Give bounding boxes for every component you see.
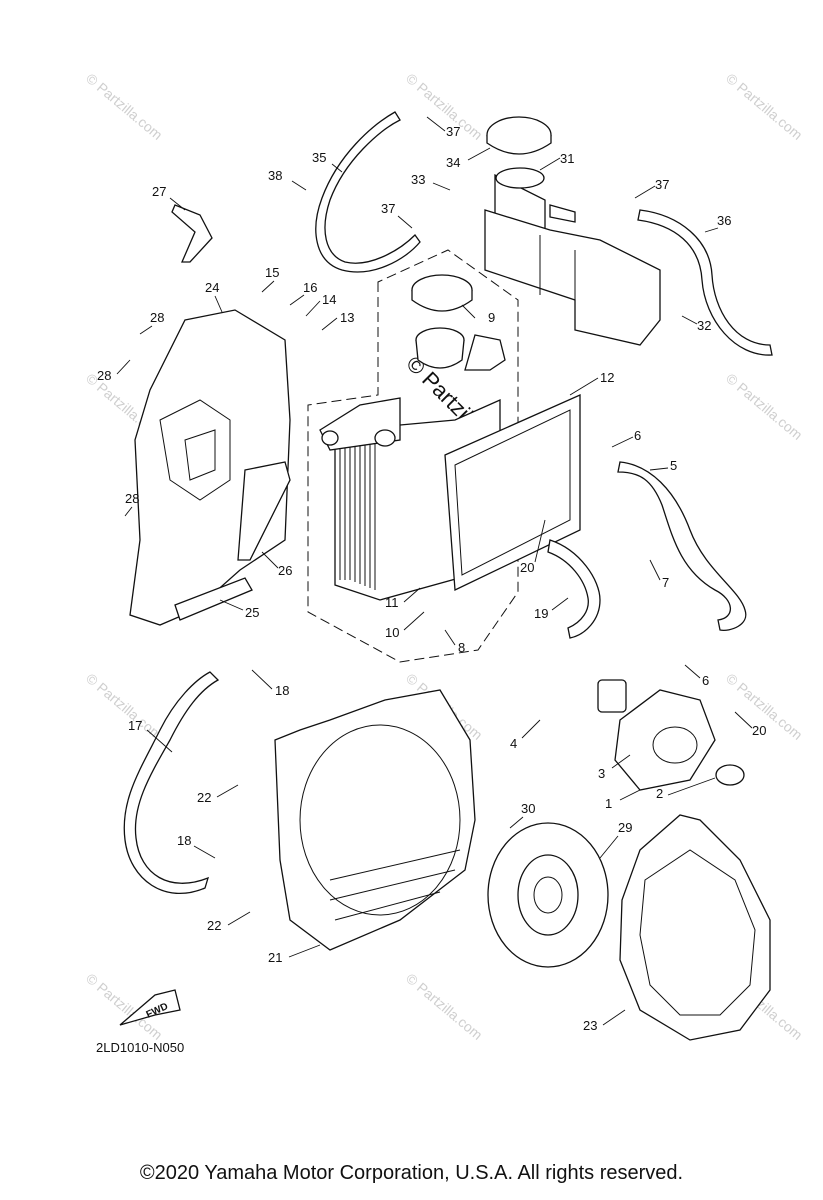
callout-label: 24	[205, 280, 219, 295]
callout-label: 38	[268, 168, 282, 183]
hose-35	[315, 111, 421, 273]
callout-label: 6	[634, 428, 641, 443]
callout-label: 22	[207, 918, 221, 933]
callout-label: 4	[510, 736, 517, 751]
callout-label: 35	[312, 150, 326, 165]
callout-label: 2	[656, 786, 663, 801]
callout-label: 18	[275, 683, 289, 698]
callout-label: 28	[97, 368, 111, 383]
callout-label: 33	[411, 172, 425, 187]
reservoir-tank	[484, 116, 661, 346]
callout-label: 9	[488, 310, 495, 325]
callout-label: 19	[534, 606, 548, 621]
callout-label: 27	[152, 184, 166, 199]
callout-label: 34	[446, 155, 460, 170]
watermark: © Partzilla.com	[723, 370, 806, 443]
callout-label: 37	[381, 201, 395, 216]
callout-label: 7	[662, 575, 669, 590]
plate-26	[237, 461, 291, 561]
filler-neck	[415, 327, 506, 371]
watermark: © Partzilla.com	[83, 670, 166, 743]
gasket	[619, 814, 771, 1041]
callouts: 1 2 3 4 5 6 6 7 8 9 10 11 12 13 14 15 16…	[97, 116, 766, 1033]
hose-19	[547, 539, 601, 639]
watermark: © Partzilla.com	[403, 970, 486, 1043]
callout-label: 25	[245, 605, 259, 620]
callout-label: 3	[598, 766, 605, 781]
callout-label: 17	[128, 718, 142, 733]
fan	[487, 822, 609, 968]
callout-label: 31	[560, 151, 574, 166]
callout-label: 10	[385, 625, 399, 640]
callout-label: 15	[265, 265, 279, 280]
radiator-grille	[444, 393, 581, 591]
callout-label: 37	[446, 124, 460, 139]
o-ring	[715, 764, 745, 786]
radiator-cap	[411, 274, 473, 312]
callout-label: 30	[521, 801, 535, 816]
callout-label: 32	[697, 318, 711, 333]
callout-label: 8	[458, 640, 465, 655]
diagram-code: 2LD1010-N050	[96, 1040, 185, 1055]
callout-label: 22	[197, 790, 211, 805]
callout-label: 37	[655, 177, 669, 192]
watermark: © Partzilla.com	[83, 70, 166, 143]
callout-label: 23	[583, 1018, 597, 1033]
callout-label: 18	[177, 833, 191, 848]
callout-label: 21	[268, 950, 282, 965]
plate-25	[174, 577, 253, 621]
callout-label: 26	[278, 563, 292, 578]
hose-36	[637, 209, 773, 356]
fan-housing	[274, 689, 476, 951]
callout-label: 29	[618, 820, 632, 835]
callout-label: 14	[322, 292, 336, 307]
callout-label: 11	[385, 595, 399, 610]
hose-5	[617, 461, 747, 631]
callout-label: 1	[605, 796, 612, 811]
hose-17	[123, 671, 220, 894]
watermark: © Partzilla.com	[403, 70, 486, 143]
callout-label: 16	[303, 280, 317, 295]
watermark: © Partzilla.com	[723, 70, 806, 143]
callout-label: 28	[150, 310, 164, 325]
callout-label: 5	[670, 458, 677, 473]
callout-label: 20	[520, 560, 534, 575]
copyright-notice: ©2020 Yamaha Motor Corporation, U.S.A. A…	[139, 1162, 684, 1184]
bracket-27	[171, 204, 213, 263]
callout-label: 20	[752, 723, 766, 738]
callout-label: 13	[340, 310, 354, 325]
callout-label: 36	[717, 213, 731, 228]
callout-label: 12	[600, 370, 614, 385]
callout-label: 28	[125, 491, 139, 506]
radiator-assembly-outline	[307, 249, 519, 663]
water-pump	[597, 679, 716, 791]
callout-label: 6	[702, 673, 709, 688]
